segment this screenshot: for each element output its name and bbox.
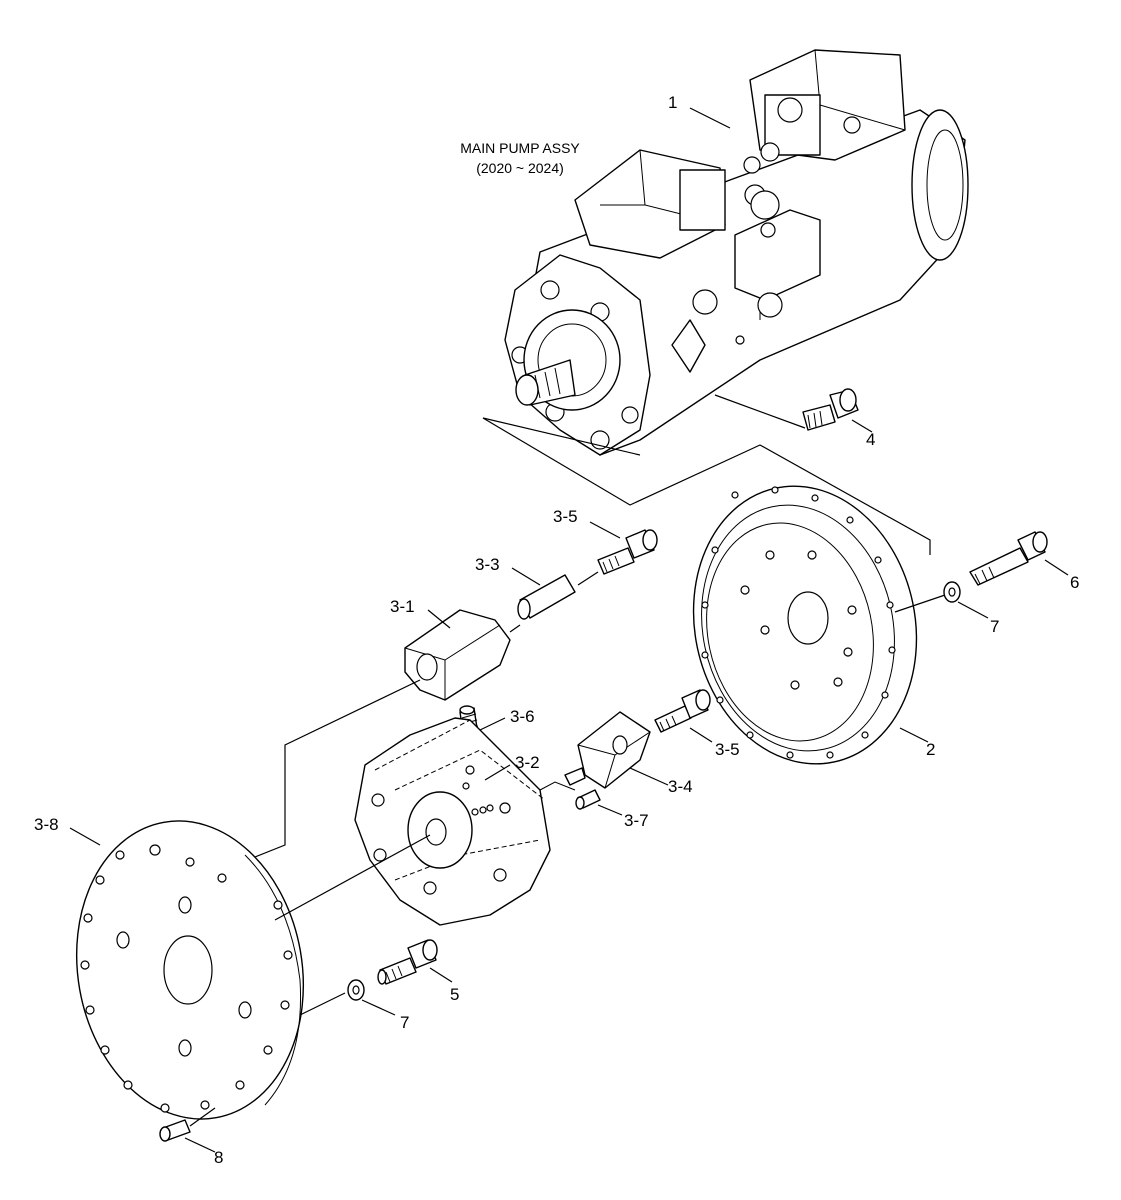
- callout-3-5-lower: 3-5: [715, 740, 740, 759]
- leader-line: [689, 727, 713, 743]
- leader-line: [361, 999, 396, 1016]
- washer-part-7-right: [943, 581, 961, 603]
- leader-line: [957, 601, 989, 619]
- leader-line: [427, 609, 451, 629]
- assembly-subtitle: (2020 ~ 2024): [476, 160, 564, 176]
- leader-line: [511, 567, 541, 586]
- bolt-part-4: [714, 388, 859, 431]
- leader-line: [69, 827, 101, 846]
- callout-4: 4: [866, 430, 875, 449]
- assembly-title: MAIN PUMP ASSY: [460, 140, 580, 156]
- projection-line: [234, 679, 421, 866]
- leader-line: [851, 419, 873, 433]
- projection-line: [274, 834, 431, 921]
- callout-7-right: 7: [990, 617, 999, 636]
- leader-line: [597, 804, 623, 816]
- dowel-pin-part-8: [159, 1107, 216, 1142]
- callout-3-6: 3-6: [510, 707, 535, 726]
- bolt-part-3-5-lower: [654, 689, 711, 733]
- callout-3-8: 3-8: [34, 815, 59, 834]
- bolt-part-6: [894, 531, 1048, 613]
- projection-outline: [482, 417, 931, 555]
- callout-5: 5: [450, 985, 459, 1004]
- main-pump-assembly: [504, 49, 969, 456]
- leader-line: [629, 767, 669, 786]
- leader-line: [899, 727, 929, 743]
- callout-3-1: 3-1: [390, 597, 415, 616]
- leader-line: [484, 764, 511, 781]
- bolt-part-3-5-top: [597, 529, 658, 575]
- projection-line: [482, 417, 641, 456]
- projection-line: [299, 992, 346, 1016]
- callout-1: 1: [668, 93, 677, 112]
- callout-8: 8: [214, 1148, 223, 1167]
- callout-7-left: 7: [400, 1013, 409, 1032]
- callout-3-5-top: 3-5: [553, 507, 578, 526]
- leader-line: [184, 1137, 216, 1153]
- leader-line: [479, 717, 506, 731]
- pin-part-3-3: [517, 571, 599, 620]
- flange-housing-part-2: [692, 485, 918, 765]
- washer-part-7-left: [347, 979, 365, 1001]
- block-part-3-1: [404, 609, 521, 701]
- callout-2: 2: [926, 740, 935, 759]
- pin-part-3-7: [575, 789, 601, 810]
- callout-3-4: 3-4: [668, 777, 693, 796]
- callout-3-2: 3-2: [515, 753, 540, 772]
- leader-line: [589, 521, 621, 539]
- callout-3-7: 3-7: [624, 811, 649, 830]
- leader-line: [1044, 559, 1069, 576]
- coupling-plate-part-3-8: [75, 820, 305, 1120]
- wedge-part-3-4: [564, 711, 651, 789]
- leader-line: [429, 967, 453, 983]
- coupling-hub-part-3-2: [354, 717, 576, 926]
- callout-6: 6: [1070, 573, 1079, 592]
- bolt-part-5: [377, 939, 438, 985]
- leader-line: [689, 107, 731, 129]
- callout-3-3: 3-3: [475, 555, 500, 574]
